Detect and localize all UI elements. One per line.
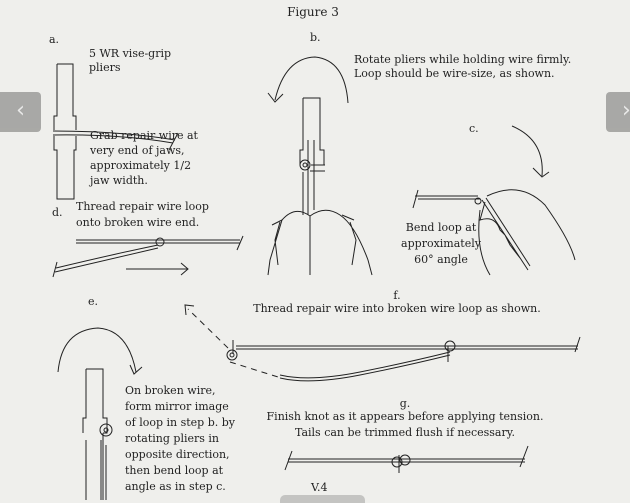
- step-a-text: 5 WR vise-grip pliers: [89, 47, 171, 75]
- chevron-left-icon: ‹: [16, 98, 25, 123]
- text-line: rotating pliers in: [125, 432, 220, 445]
- next-image-button[interactable]: ›: [606, 92, 630, 132]
- step-f-text: Thread repair wire into broken wire loop…: [253, 302, 541, 315]
- pliers-b: [267, 56, 373, 276]
- text-line: approximately 1/2: [90, 159, 192, 172]
- text-line: opposite direction,: [125, 448, 230, 461]
- pliers-e: [57, 327, 143, 500]
- step-b-text: Rotate pliers while holding wire firmly.…: [354, 53, 571, 81]
- step-g-text: Finish knot as it appears before applyin…: [267, 409, 544, 441]
- step-c-text: Bend loop at approximately 60° angle: [401, 220, 481, 268]
- step-e-label: e.: [88, 295, 99, 308]
- text-line: On broken wire,: [125, 384, 216, 397]
- thread-d: [52, 235, 244, 278]
- text-line: angle as in step c.: [125, 480, 226, 493]
- text-line: Bend loop at: [405, 221, 477, 234]
- previous-image-button[interactable]: ‹: [0, 92, 41, 132]
- text-line: very end of jaws,: [90, 144, 185, 157]
- text-line: 60° angle: [414, 253, 468, 266]
- step-e-text: On broken wire, form mirror image of loo…: [125, 383, 235, 495]
- step-c-label: c.: [469, 122, 479, 135]
- step-g-label: g.: [399, 397, 411, 410]
- step-d-label: d.: [52, 206, 63, 219]
- pliers-a: [52, 63, 179, 200]
- text-line: pliers: [89, 61, 121, 74]
- text-line: of loop in step b. by: [125, 416, 235, 429]
- text-line: Grab repair wire at: [90, 129, 198, 142]
- knot-g: [284, 445, 529, 473]
- bottom-toolbar-tab[interactable]: [280, 495, 365, 503]
- text-line: Thread repair wire loop: [76, 200, 209, 213]
- step-d-text: Thread repair wire loop onto broken wire…: [76, 199, 209, 231]
- text-line: 5 WR vise-grip: [89, 47, 172, 60]
- text-line: onto broken wire end.: [76, 216, 200, 229]
- step-b-label: b.: [310, 31, 321, 44]
- bend-c: [412, 125, 576, 276]
- text-line: Finish knot as it appears before applyin…: [266, 410, 544, 423]
- text-line: approximately: [401, 237, 481, 250]
- figure-title: Figure 3: [287, 5, 339, 19]
- text-line: form mirror image: [125, 400, 229, 413]
- step-f-label: f.: [393, 289, 401, 302]
- thread-f: [184, 304, 581, 382]
- text-line: then bend loop at: [125, 464, 224, 477]
- text-line: jaw width.: [90, 174, 148, 187]
- step-a-text-2: Grab repair wire at very end of jaws, ap…: [90, 128, 198, 188]
- page-label: V.4: [311, 481, 328, 494]
- text-line: Loop should be wire-size, as shown.: [354, 67, 555, 80]
- text-line: Rotate pliers while holding wire firmly.: [354, 53, 572, 66]
- chevron-right-icon: ›: [622, 98, 630, 123]
- text-line: Tails can be trimmed flush if necessary.: [294, 426, 516, 439]
- step-a-label: a.: [49, 33, 60, 46]
